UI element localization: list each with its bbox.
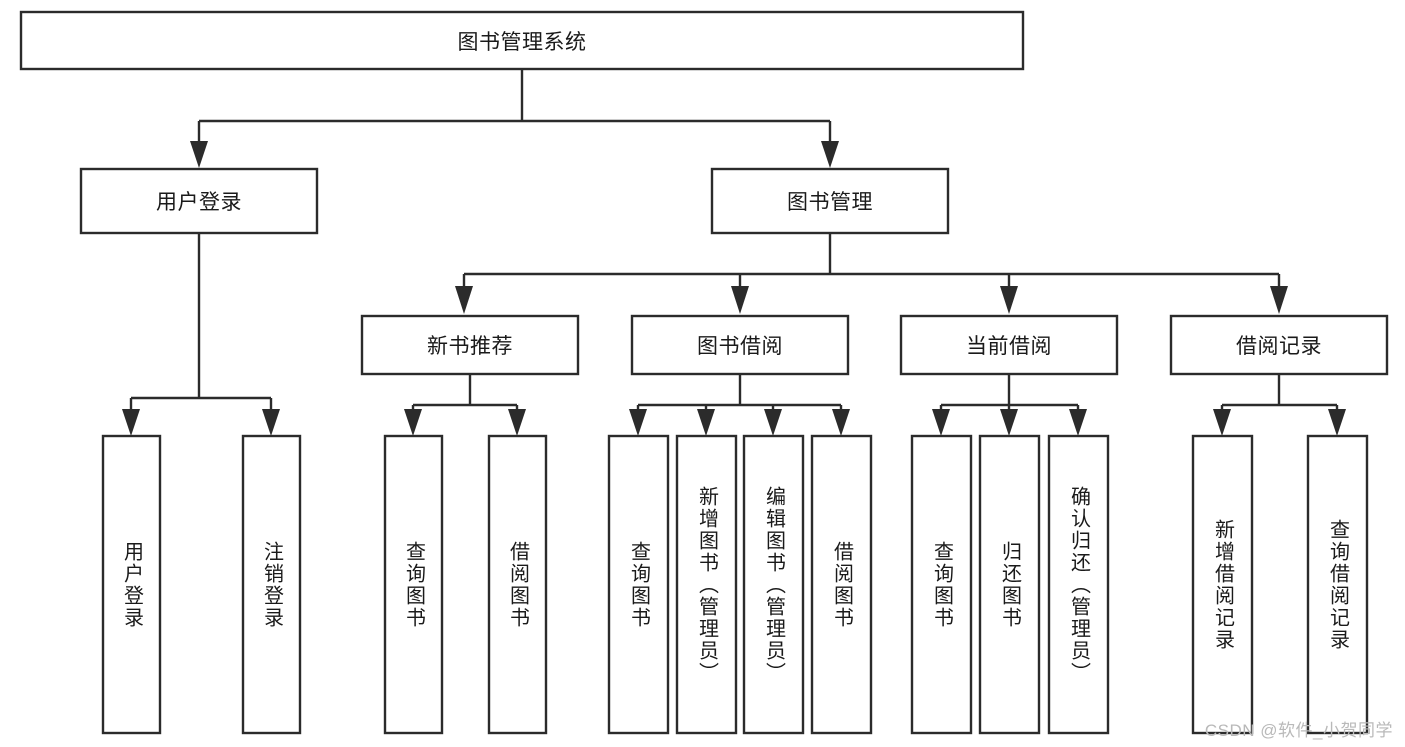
arrow-head-bb-leaf-3 <box>764 409 782 436</box>
arrow-head-cb-leaf-1 <box>932 409 950 436</box>
arrow-head-to-user-login <box>190 141 208 168</box>
node-box-leaf-nb-query-book[interactable] <box>383 434 444 735</box>
connector-book-mgmt-bus <box>462 233 1281 288</box>
arrow-head-leaf-logout <box>262 409 280 436</box>
arrow-head-to-book-borrow <box>731 286 749 314</box>
connector-root-to-bus <box>197 69 832 143</box>
connector-user-login-bus <box>129 233 273 412</box>
node-box-leaf-bb-edit-book[interactable] <box>742 434 805 735</box>
node-box-leaf-logout-login[interactable] <box>241 434 302 735</box>
node-box-leaf-bb-borrow-book[interactable] <box>810 434 873 735</box>
connector-current-borrow-bus <box>939 374 1080 412</box>
node-box-new-book-recommend[interactable] <box>360 314 580 376</box>
node-box-leaf-cb-confirm-return[interactable] <box>1047 434 1110 735</box>
arrow-head-bb-leaf-4 <box>832 409 850 436</box>
node-box-leaf-br-add-record[interactable] <box>1191 434 1254 735</box>
node-box-book-borrow[interactable] <box>630 314 850 376</box>
arrow-head-cb-leaf-2 <box>1000 409 1018 436</box>
watermark-text: CSDN @软件_小贺同学 <box>1204 721 1393 740</box>
connector-new-book-bus <box>411 374 519 412</box>
arrow-head-bb-leaf-1 <box>629 409 647 436</box>
node-box-current-borrow[interactable] <box>899 314 1119 376</box>
arrow-head-to-book-mgmt <box>821 141 839 168</box>
node-box-leaf-cb-return-book[interactable] <box>978 434 1041 735</box>
node-box-leaf-bb-add-book[interactable] <box>675 434 738 735</box>
arrow-head-nb-leaf-2 <box>508 409 526 436</box>
arrow-head-to-current-borrow <box>1000 286 1018 314</box>
node-box-root[interactable] <box>19 10 1025 71</box>
node-box-book-management[interactable] <box>710 167 950 235</box>
arrow-head-leaf-user-login <box>122 409 140 436</box>
arrow-head-br-leaf-2 <box>1328 409 1346 436</box>
node-box-user-login[interactable] <box>79 167 319 235</box>
arrow-head-to-new-book <box>455 286 473 314</box>
arrow-head-to-borrow-records <box>1270 286 1288 314</box>
arrow-head-br-leaf-1 <box>1213 409 1231 436</box>
connector-book-borrow-bus <box>636 374 843 412</box>
arrow-head-nb-leaf-1 <box>404 409 422 436</box>
node-box-leaf-nb-borrow-book[interactable] <box>487 434 548 735</box>
connector-borrow-records-bus <box>1220 374 1339 412</box>
node-box-leaf-bb-query-book[interactable] <box>607 434 670 735</box>
node-box-borrow-records[interactable] <box>1169 314 1389 376</box>
node-box-leaf-cb-query-book[interactable] <box>910 434 973 735</box>
node-box-leaf-user-login[interactable] <box>101 434 162 735</box>
arrow-head-cb-leaf-3 <box>1069 409 1087 436</box>
arrow-head-bb-leaf-2 <box>697 409 715 436</box>
node-box-leaf-br-query-record[interactable] <box>1306 434 1369 735</box>
